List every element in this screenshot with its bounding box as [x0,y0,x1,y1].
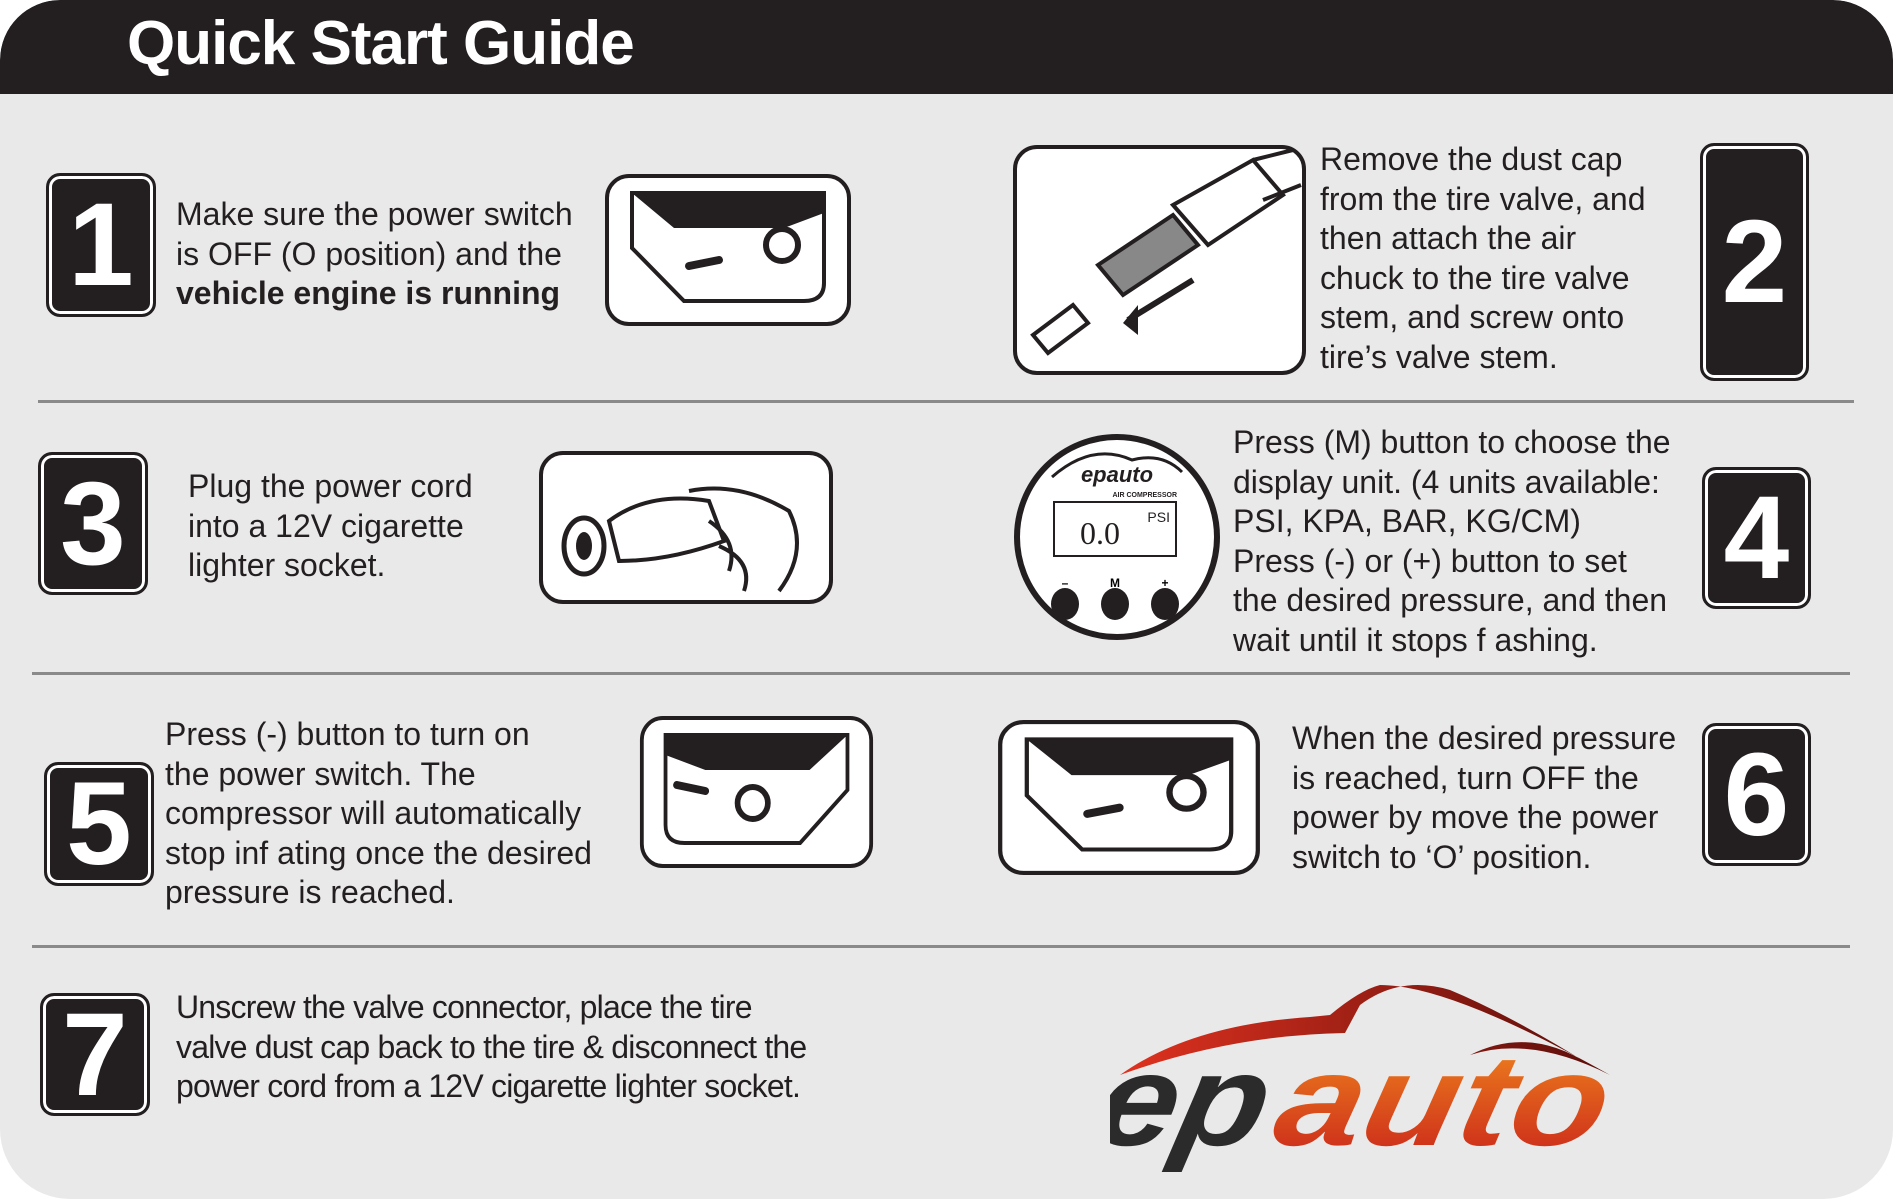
epauto-logo: ep auto [1110,985,1625,1173]
step-number: 6 [1723,728,1790,861]
tire-valve-chuck-image [1013,145,1306,375]
step-6-badge: 6 [1702,723,1811,866]
gauge-display-image: epauto AIR COMPRESSOR 0.0 PSI – M + [1014,434,1220,640]
step-3-badge: 3 [38,452,148,595]
minus-button-icon [1051,588,1079,620]
step-5-badge: 5 [44,762,154,886]
divider [32,945,1850,948]
step-3-text: Plug the power cord into a 12V cigarette… [188,468,473,583]
step-7-badge: 7 [40,993,150,1116]
step-2-text: Remove the dust cap from the tire valve,… [1320,141,1646,375]
gauge-brand: epauto [1081,462,1153,487]
step-1-text: Make sure the power switch is OFF (O pos… [176,195,573,314]
step-1-line: Make sure the power switch is OFF (O pos… [176,196,573,272]
header-bar: Quick Start Guide [0,0,1893,94]
divider [38,400,1854,403]
step-4-badge: 4 [1702,467,1811,609]
logo-swoosh [1120,985,1610,1075]
power-switch-on-icon [639,716,874,868]
m-label: M [1110,576,1120,590]
power-switch-off-icon [605,174,851,326]
plus-label: + [1161,576,1168,590]
m-button-icon [1101,588,1129,620]
page-title: Quick Start Guide [127,9,635,78]
step-1-bold: vehicle engine is running [176,275,561,311]
plus-button-icon [1151,588,1179,620]
step-6-text: When the desired pressure is reached, tu… [1292,720,1677,875]
step-number: 2 [1721,196,1788,328]
cigarette-lighter-plug-image [539,451,833,604]
gauge-unit: PSI [1147,509,1170,525]
step-number: 5 [66,758,132,890]
step-5-text: Press (-) button to turn on the power sw… [165,716,592,910]
step-7-text: Unscrew the valve connector, place the t… [176,989,807,1104]
step-1-badge: 1 [46,173,156,317]
step-number: 3 [60,457,126,590]
step-4-text: Press (M) button to choose the display u… [1233,424,1671,658]
logo-text-ep: ep [1110,1027,1285,1172]
step-number: 4 [1723,472,1790,604]
step-2-badge: 2 [1700,143,1809,381]
gauge-subtitle: AIR COMPRESSOR [1112,492,1177,499]
step-number: 1 [68,179,134,311]
gauge-reading: 0.0 [1080,515,1120,551]
power-switch-off-icon [998,720,1260,875]
minus-label: – [1062,576,1069,590]
logo-text-auto: auto [1264,1027,1625,1172]
divider [32,672,1850,675]
step-number: 7 [62,988,128,1121]
